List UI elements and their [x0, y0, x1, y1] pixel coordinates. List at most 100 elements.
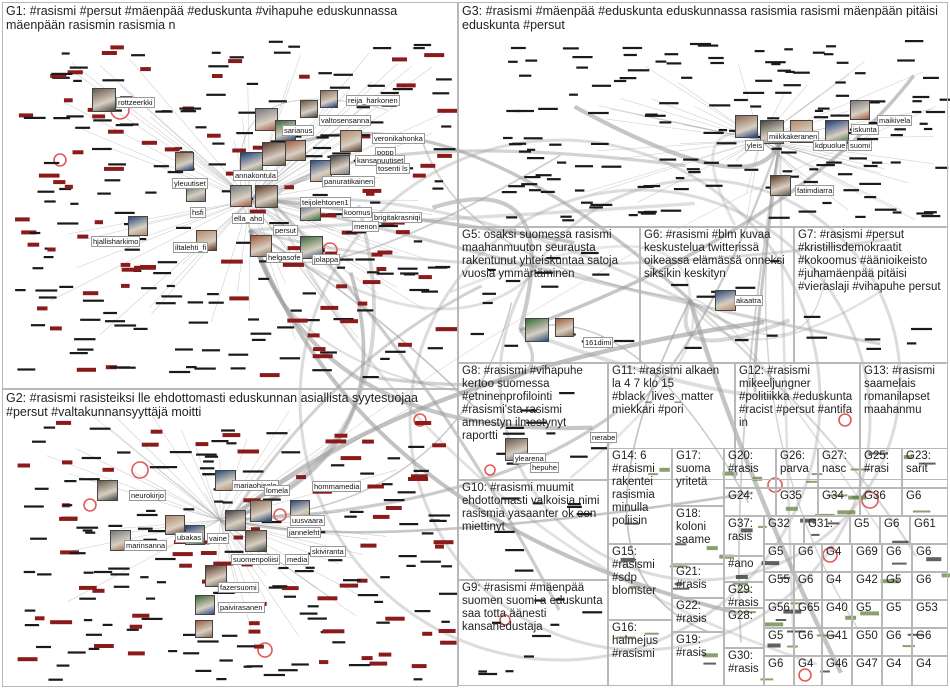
node-tag	[110, 573, 130, 576]
inter-group-edge	[229, 106, 937, 521]
group-label: G65	[798, 602, 820, 614]
group-panel-g11: G11: #rasismi alkaen la 4 7 klo 15 #blac…	[608, 363, 735, 480]
node-tag	[820, 670, 830, 673]
node-tag	[319, 660, 329, 665]
group-label: G36	[864, 490, 886, 502]
node-tag	[248, 318, 259, 321]
self-loop	[861, 491, 879, 509]
group-label: G4	[886, 658, 902, 670]
node-tag	[197, 640, 219, 643]
node-tag	[538, 107, 558, 110]
node-tag	[501, 191, 517, 194]
node-tag	[381, 222, 395, 227]
node-tag	[478, 670, 487, 673]
node-tag	[334, 258, 354, 261]
node-tag	[659, 102, 679, 105]
node-tag	[322, 629, 345, 634]
node-tag	[727, 164, 743, 167]
node-tag	[117, 451, 131, 454]
node-tag	[570, 455, 588, 458]
node-tag	[115, 124, 134, 127]
node-tag	[527, 148, 536, 151]
node-tag	[360, 472, 375, 475]
node-tag	[249, 209, 266, 214]
local-edge	[76, 448, 221, 521]
node-tag	[233, 535, 243, 540]
local-edge	[746, 139, 761, 218]
node-tag	[696, 295, 718, 298]
node-tag	[357, 594, 379, 597]
node-tag	[145, 191, 157, 194]
node-tag	[540, 190, 555, 193]
node-tag	[925, 110, 945, 114]
node-tag	[208, 301, 224, 304]
node-tag	[336, 284, 348, 289]
node-tag	[369, 661, 388, 666]
node-tag	[408, 445, 425, 448]
local-edge	[585, 139, 761, 193]
group-panel-g34: G34	[818, 488, 860, 516]
node-tag	[532, 634, 551, 638]
group-panel-g31: G31:	[804, 516, 850, 544]
local-edge	[219, 469, 398, 521]
node-tag	[767, 643, 781, 648]
node-tag	[283, 595, 296, 598]
user-avatar	[525, 318, 549, 342]
group-panel-g54: G5	[882, 572, 912, 600]
node-tag	[703, 161, 719, 164]
node-tag	[580, 251, 599, 255]
node-tag	[645, 113, 658, 116]
node-tag	[228, 353, 249, 356]
node-tag	[164, 147, 180, 152]
local-edge	[759, 139, 881, 174]
group-label: G6	[906, 490, 922, 502]
node-tag	[743, 91, 765, 94]
node-tag	[51, 72, 73, 75]
node-tag	[114, 324, 137, 327]
node-tag	[211, 440, 229, 443]
node-tag	[18, 113, 34, 118]
node-tag	[186, 366, 197, 369]
node-label: yleuutiset	[172, 178, 208, 189]
node-tag	[24, 624, 40, 627]
group-label: G6	[886, 546, 902, 558]
node-tag	[527, 157, 545, 160]
user-avatar	[92, 88, 116, 112]
arc-edge	[408, 188, 872, 652]
node-tag	[153, 165, 169, 168]
node-tag	[38, 296, 57, 299]
node-tag	[413, 469, 429, 472]
group-label: G22: #rasis	[676, 600, 707, 625]
node-tag	[902, 645, 915, 648]
node-tag	[236, 132, 253, 135]
node-tag	[89, 427, 111, 430]
node-tag	[279, 357, 301, 360]
node-tag	[64, 184, 73, 189]
node-tag	[21, 230, 37, 235]
node-label: neurokirjo	[129, 490, 166, 501]
node-tag	[92, 588, 105, 593]
node-tag	[408, 477, 429, 481]
group-panel-g24: G24:	[724, 488, 776, 516]
node-tag	[261, 521, 282, 524]
node-tag	[92, 114, 106, 119]
node-tag	[428, 514, 451, 517]
node-tag	[941, 573, 950, 578]
node-tag	[436, 78, 452, 81]
local-edge	[68, 199, 251, 235]
group-label: G41	[826, 630, 848, 642]
node-tag	[761, 561, 780, 566]
local-edge	[104, 405, 221, 521]
node-tag	[397, 267, 418, 270]
group-panel-g70: G6	[764, 656, 794, 686]
node-tag	[299, 612, 318, 615]
node-label: panuratikainen	[322, 176, 376, 187]
node-tag	[76, 367, 96, 372]
node-tag	[288, 45, 300, 48]
user-avatar	[250, 235, 272, 257]
group-label: G4	[826, 574, 842, 586]
node-tag	[387, 457, 401, 460]
node-tag	[219, 659, 233, 662]
node-tag	[37, 190, 55, 193]
group-label: G53	[916, 602, 938, 614]
